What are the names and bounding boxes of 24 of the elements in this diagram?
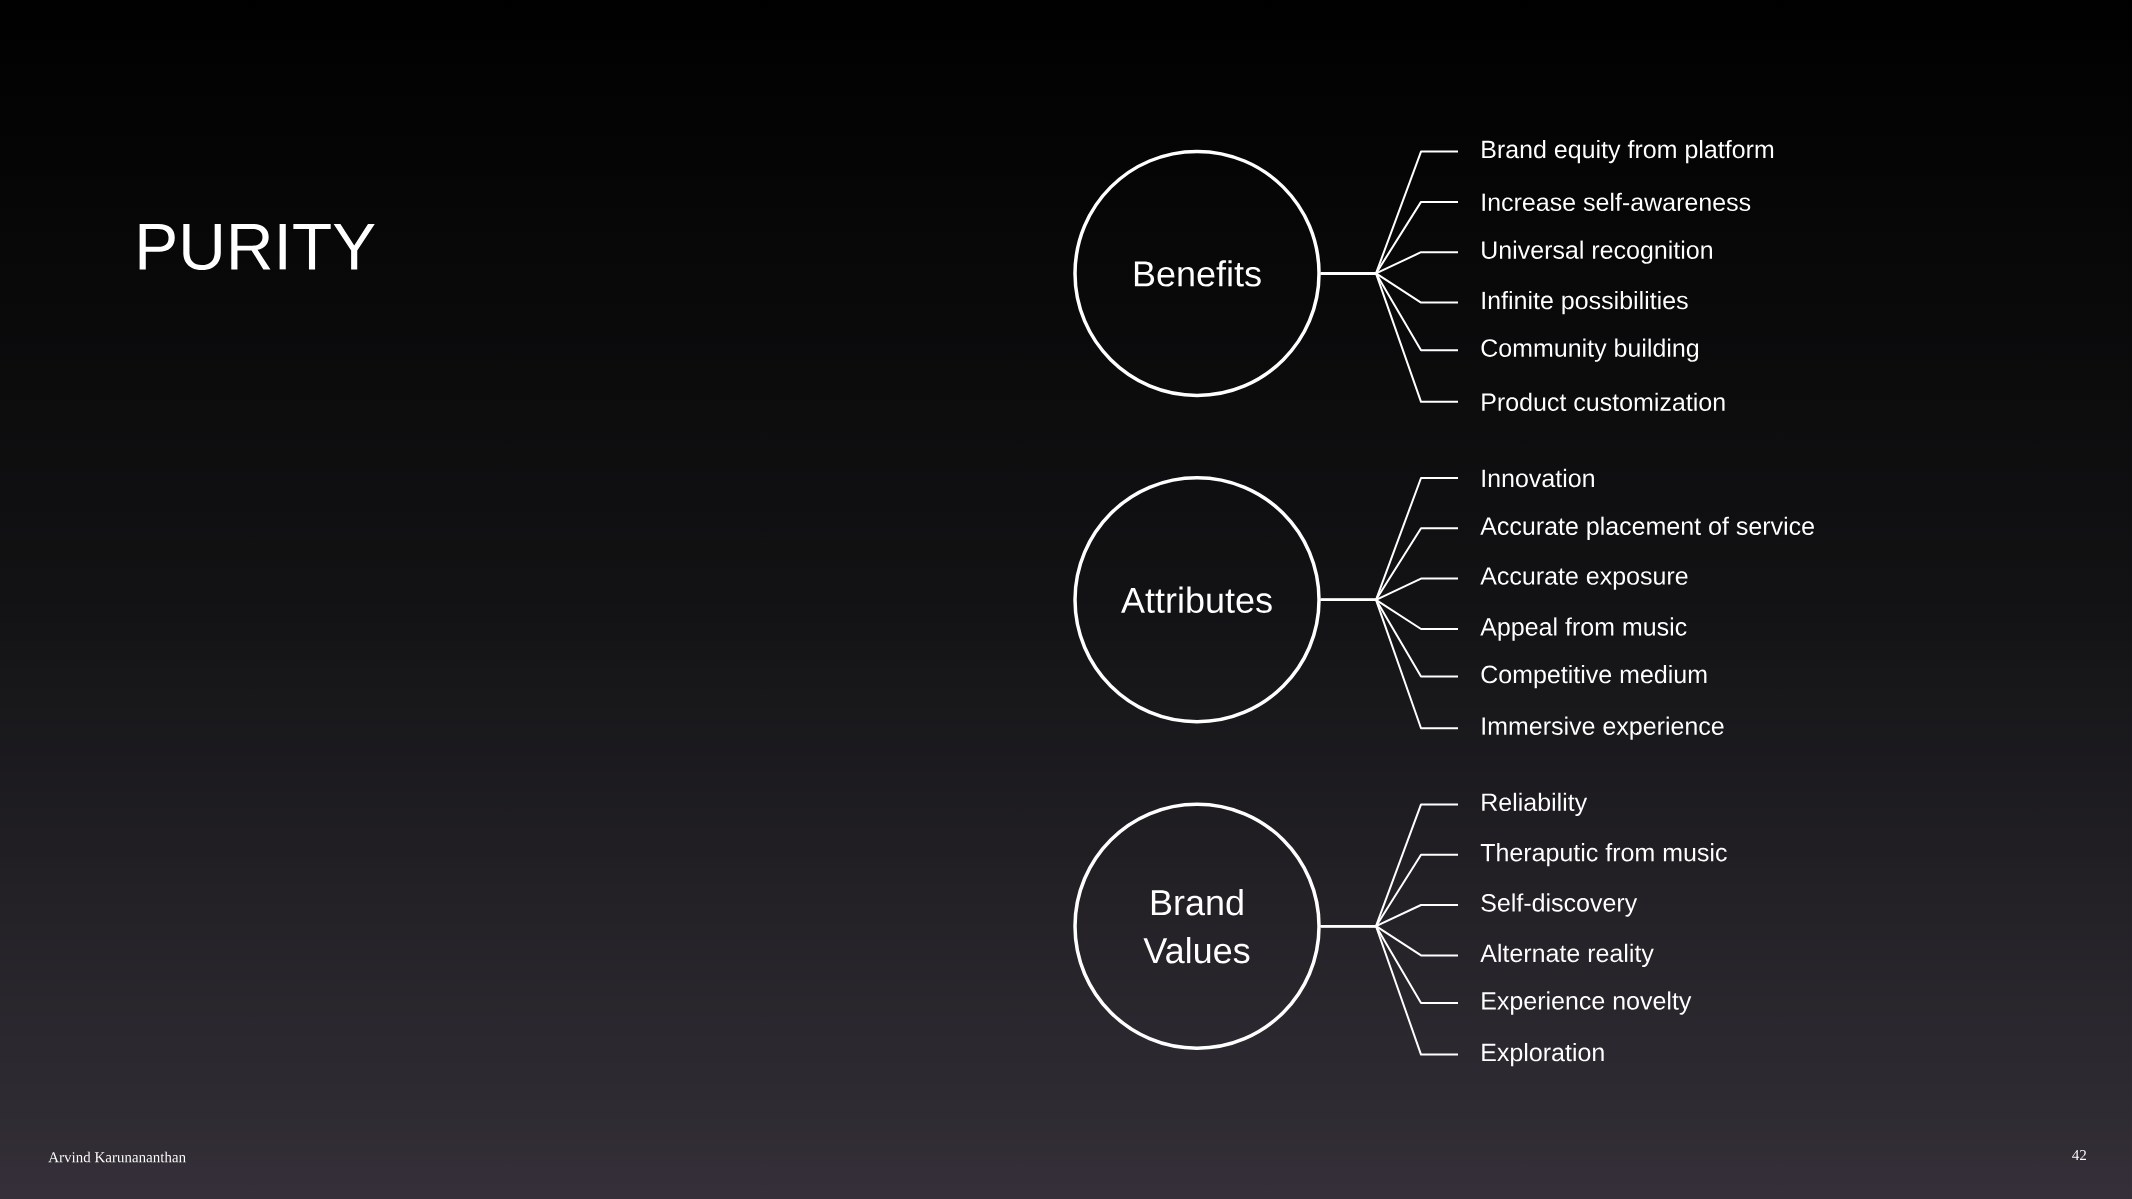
item-text: Increase self-awareness: [1482, 192, 1751, 212]
item-text: Appeal from music: [1480, 617, 1687, 641]
title: PURITY: [139, 224, 375, 271]
item-text: Alternate reality: [1480, 943, 1654, 968]
item-text: Reliability: [1482, 792, 1588, 817]
item-text: Innovation: [1482, 468, 1594, 488]
item-text: Accurate exposure: [1480, 567, 1688, 590]
item-text: Infinite possibilities: [1482, 290, 1688, 315]
item-text: Self-discovery: [1481, 893, 1638, 917]
branch-line: [1319, 272, 1459, 403]
item-text: Product customization: [1482, 392, 1725, 411]
branch-line: [1319, 925, 1459, 1056]
item-text: Immersive experience: [1482, 716, 1724, 740]
author-name: Arvind Karunananthan: [48, 1151, 186, 1163]
item-text: Competitive medium: [1481, 664, 1707, 689]
item-text: Universal recognition: [1482, 240, 1712, 264]
page-number: 42: [2072, 1150, 2086, 1160]
item-text: Exploration: [1482, 1042, 1604, 1067]
branch-line: [1319, 598, 1459, 730]
item-text: Community building: [1481, 338, 1699, 362]
item-text: Accurate placement of service: [1480, 516, 1814, 540]
item-text: Theraputic from music: [1480, 843, 1727, 867]
item-text: Brand equity from platform: [1482, 139, 1774, 164]
item-text: Experience novelty: [1482, 991, 1692, 1015]
